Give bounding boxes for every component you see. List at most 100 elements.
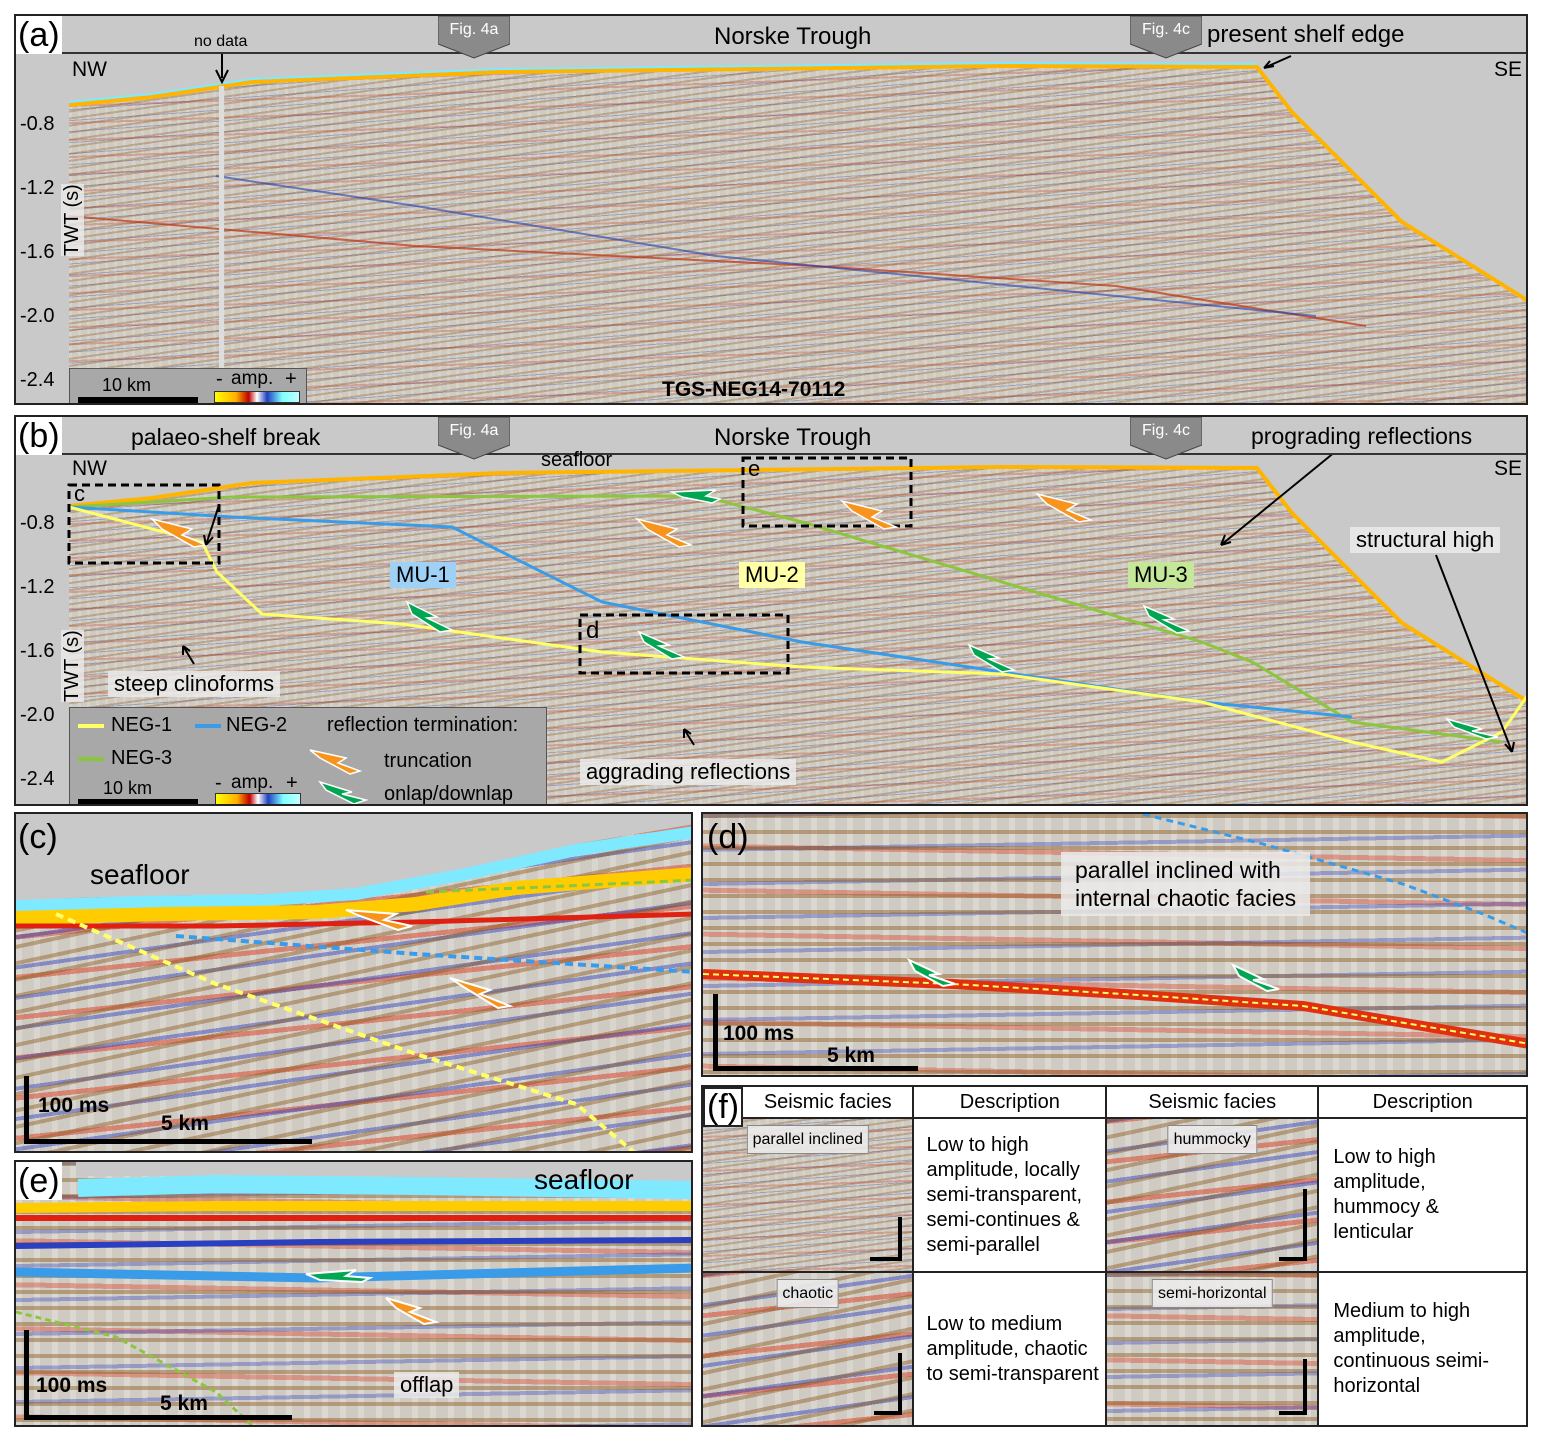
header-seismic-facies: Seismic facies: [1105, 1085, 1320, 1119]
neg-1-swatch: [78, 724, 104, 728]
scale-corner: [874, 1353, 903, 1415]
termination-title: reflection termination:: [327, 714, 519, 736]
section-title: Norske Trough: [714, 23, 872, 50]
y-axis-label: TWT (s): [61, 630, 84, 702]
facies-image-parallel-inclined: parallel inclined: [700, 1117, 915, 1273]
panel-label: (e): [16, 1162, 62, 1200]
header-band: [16, 417, 1526, 455]
fig-4c-marker: Fig. 4c: [1130, 417, 1202, 460]
neg-1-horizon: [68, 505, 1526, 764]
y-tick: -1.2: [20, 177, 55, 199]
water-column: [69, 455, 1526, 701]
neg-3-swatch: [78, 757, 104, 761]
facies-image-semi-horizontal: semi-horizontal: [1105, 1271, 1320, 1427]
panel-f-label: (f): [703, 1087, 744, 1127]
panel-c: (c) seafloor 100 ms 5 km: [14, 812, 693, 1153]
neg-2-swatch: [195, 724, 221, 728]
box-c-label: c: [74, 481, 85, 506]
facies-label: parallel inclined: [746, 1125, 869, 1154]
facies-label: chaotic: [776, 1279, 840, 1308]
neg-3-horizon: [425, 878, 691, 894]
facies-note: parallel inclined with internal chaotic …: [1061, 852, 1311, 916]
structural-high-arrow: [1435, 554, 1515, 753]
mu-2-label: MU-2: [739, 562, 805, 588]
facies-image-hummocky: hummocky: [1105, 1117, 1320, 1273]
zoom-overlay: [16, 1162, 691, 1425]
panel-e: (e) seafloor offlap 100 ms 5 km: [14, 1160, 693, 1427]
neg-2-horizon: [1142, 814, 1526, 934]
termination-symbols: [309, 749, 369, 804]
neg-3-legend-label: NEG-3: [111, 747, 173, 769]
y-tick: -1.6: [20, 241, 55, 263]
y-tick: -1.2: [20, 576, 55, 598]
vertical-scale-label: 100 ms: [38, 1094, 110, 1117]
panel-a: Fig. 4a Fig. 4c Norske Trough present sh…: [14, 14, 1528, 405]
prograding-arrow: [1220, 446, 1342, 546]
scale-label: 10 km: [103, 778, 153, 798]
truncation-arrow: [345, 909, 413, 932]
note-line-1: parallel inclined with: [1075, 857, 1281, 883]
seismic-facies-table: Seismic facies Description Seismic facie…: [700, 1085, 1528, 1427]
panel-label: (d): [707, 818, 749, 856]
amplitude-colorbar: [215, 793, 301, 804]
onlap-arrow: [305, 1269, 374, 1284]
facies-label: hummocky: [1167, 1125, 1257, 1154]
y-tick: -2.4: [20, 768, 55, 790]
interpretation-overlay: [67, 446, 1526, 764]
y-axis-label: TWT (s): [61, 184, 84, 256]
scale-corner: [870, 1217, 903, 1261]
shelf-edge-arrow: [1263, 55, 1292, 69]
horizontal-scale-label: 5 km: [160, 1392, 208, 1415]
seafloor-reflector: [68, 63, 1526, 302]
horizontal-scale-label: 5 km: [827, 1044, 875, 1067]
box-e-outline: [741, 456, 913, 528]
amp-minus: -: [215, 772, 222, 794]
mu-3-label: MU-3: [1128, 562, 1194, 588]
onlap-arrow: [1230, 962, 1280, 993]
facies-description: Medium to high amplitude, continuous sei…: [1317, 1271, 1528, 1427]
onlap-label: onlap/downlap: [384, 783, 513, 805]
no-data-arrow: [215, 54, 229, 85]
mu-1-label: MU-1: [390, 562, 456, 588]
seismic-section: [69, 54, 1526, 403]
y-tick: -2.0: [20, 704, 55, 726]
amp-label: amp.: [231, 772, 274, 793]
nw-label: NW: [72, 457, 107, 480]
scale-corner: [24, 1330, 292, 1420]
seafloor-label: seafloor: [541, 449, 613, 471]
y-tick: -0.8: [20, 113, 55, 135]
seafloor-reflector: [77, 1174, 691, 1199]
scale-label: 10 km: [102, 375, 152, 395]
neg-3-horizon: [68, 494, 1503, 744]
amp-plus: +: [285, 368, 297, 390]
box-c-outline: [67, 483, 221, 565]
amp-minus: -: [216, 368, 223, 390]
structural-high-label: structural high: [1350, 527, 1501, 553]
onlap-arrow: [906, 957, 956, 988]
vertical-scale-label: 100 ms: [36, 1374, 108, 1397]
fig-4c-marker: Fig. 4c: [1130, 16, 1202, 59]
prograding-label: prograding reflections: [1251, 423, 1473, 449]
amplitude-colorbar: [214, 391, 300, 403]
truncation-symbol: [309, 749, 363, 775]
clinoform-arrow: [182, 645, 195, 665]
aggrading-label: aggrading reflections: [580, 759, 797, 785]
truncation-arrow: [385, 1297, 440, 1326]
panel-label: (a): [16, 16, 62, 54]
scale-corner: [1279, 1359, 1308, 1415]
seafloor-reflector: [16, 826, 691, 912]
zoom-overlay: [703, 814, 1526, 1049]
seafloor-label: seafloor: [90, 859, 190, 890]
vertical-scale-label: 100 ms: [723, 1022, 795, 1045]
section-title: Norske Trough: [714, 424, 872, 451]
shelf-edge-label: present shelf edge: [1207, 21, 1405, 48]
water-column: [69, 54, 1526, 300]
facies-label: semi-horizontal: [1152, 1279, 1273, 1308]
y-tick: -2.4: [20, 369, 55, 391]
palaeo-shelf-break-label: palaeo-shelf break: [131, 424, 321, 450]
seismic-line-name: TGS-NEG14-70112: [662, 378, 846, 401]
reflector: [215, 175, 1317, 317]
facies-description: Low to high amplitude, locally semi-tran…: [912, 1117, 1108, 1273]
amp-label: amp.: [231, 368, 274, 389]
y-tick: -0.8: [20, 512, 55, 534]
